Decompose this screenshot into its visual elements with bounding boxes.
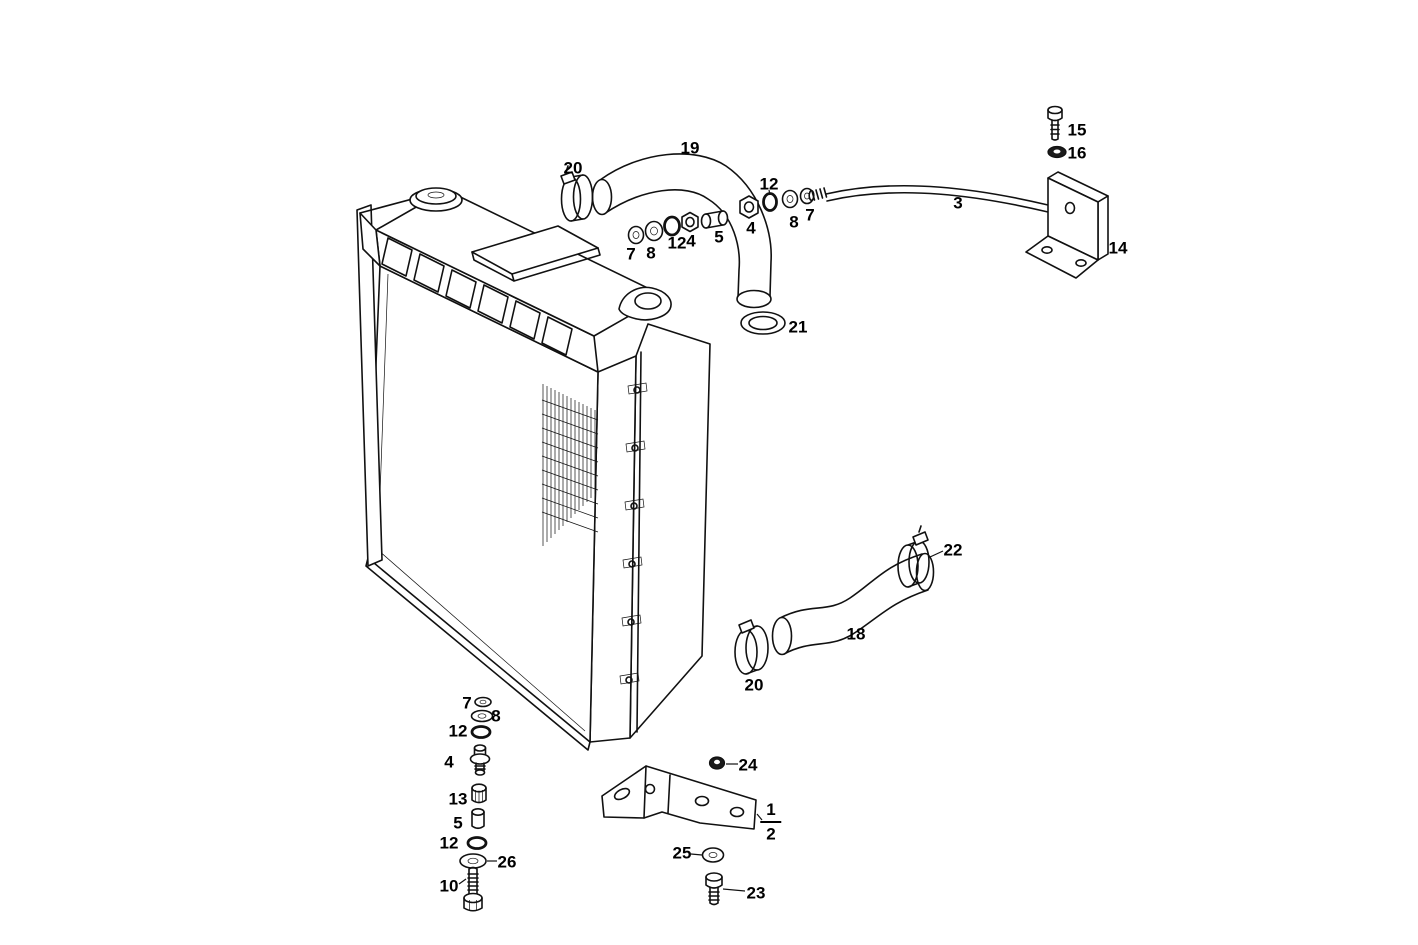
label-4-b: 4 bbox=[746, 218, 756, 238]
bolt-23 bbox=[705, 872, 723, 906]
ring-12-a bbox=[663, 215, 681, 237]
label-25-washer: 25 bbox=[672, 843, 692, 863]
washer-26 bbox=[459, 853, 487, 869]
hose-clamp-20-upper bbox=[560, 165, 594, 222]
radiator-body bbox=[356, 187, 711, 751]
side-mount-tabs bbox=[619, 382, 648, 685]
ring-12-b bbox=[762, 192, 778, 212]
label-8-c: 8 bbox=[491, 706, 501, 726]
hose-clamp-20-lower bbox=[734, 619, 769, 675]
washer-7-c bbox=[474, 696, 492, 708]
label-20-upper-clamp: 20 bbox=[563, 158, 583, 178]
leader-lines bbox=[458, 189, 944, 892]
label-8-a: 8 bbox=[646, 243, 656, 263]
spacer-5-b bbox=[471, 807, 485, 830]
spacer-5 bbox=[700, 210, 729, 229]
support-bracket-14 bbox=[1025, 171, 1109, 279]
bolt-10 bbox=[463, 866, 483, 912]
label-24-nut: 24 bbox=[738, 755, 758, 775]
label-12-c: 12 bbox=[448, 721, 468, 741]
label-10-bolt: 10 bbox=[439, 876, 459, 896]
ring-12-d bbox=[466, 836, 488, 850]
label-7-c: 7 bbox=[462, 693, 472, 713]
washer-8-b bbox=[781, 189, 799, 209]
label-12-d: 12 bbox=[439, 833, 459, 853]
washer-25 bbox=[701, 847, 725, 863]
label-5-a: 5 bbox=[714, 227, 724, 247]
tank-inlet-neck bbox=[618, 286, 672, 321]
radiator-core-fins bbox=[541, 384, 599, 546]
tank-mounting-plate bbox=[471, 225, 601, 282]
label-12-a: 12 bbox=[759, 174, 779, 194]
nut-4-b bbox=[739, 195, 759, 219]
label-20-lower-clamp: 20 bbox=[744, 675, 764, 695]
nut-24 bbox=[708, 756, 726, 770]
overflow-pipe-3 bbox=[808, 184, 1049, 213]
fitting-4-c bbox=[469, 744, 491, 776]
bolt-15 bbox=[1047, 105, 1063, 141]
label-12-b: 12 bbox=[667, 233, 687, 253]
label-5-b: 5 bbox=[453, 813, 463, 833]
label-21-ring: 21 bbox=[788, 317, 808, 337]
label-14-bracket: 14 bbox=[1108, 238, 1128, 258]
radiator-cap bbox=[409, 187, 463, 212]
tank-louvers bbox=[381, 237, 573, 356]
label-7-a: 7 bbox=[626, 244, 636, 264]
washer-7-a bbox=[627, 225, 645, 245]
label-18-lower-hose: 18 bbox=[846, 624, 866, 644]
hose-ring-21 bbox=[740, 311, 786, 335]
label-26-washer: 26 bbox=[497, 852, 517, 872]
radiator-back-panel bbox=[629, 323, 711, 739]
washer-8-c bbox=[470, 709, 494, 723]
label-2-bracket: 2 bbox=[766, 824, 776, 844]
label-15-bolt: 15 bbox=[1067, 120, 1087, 140]
ring-12-c bbox=[470, 725, 492, 739]
label-23-bolt: 23 bbox=[746, 883, 766, 903]
label-16-washer: 16 bbox=[1067, 143, 1087, 163]
part-13 bbox=[471, 783, 487, 804]
label-3-pipe: 3 bbox=[953, 193, 963, 213]
washer-16 bbox=[1047, 145, 1067, 159]
fastener-stack bbox=[459, 696, 494, 912]
label-19-upper-hose: 19 bbox=[680, 138, 700, 158]
label-4-a: 4 bbox=[686, 231, 696, 251]
lower-hose-18 bbox=[771, 552, 935, 656]
label-1-bracket: 1 bbox=[760, 801, 782, 823]
label-4-c: 4 bbox=[444, 752, 454, 772]
hose-clamp-22 bbox=[897, 525, 930, 588]
label-22-clamp: 22 bbox=[943, 540, 963, 560]
mounting-bracket-1-2 bbox=[601, 765, 757, 830]
label-7-b: 7 bbox=[805, 205, 815, 225]
label-13: 13 bbox=[448, 789, 468, 809]
upper-hose-19 bbox=[591, 153, 772, 309]
label-8-b: 8 bbox=[789, 212, 799, 232]
nut-4-a bbox=[681, 211, 699, 233]
washer-8-a bbox=[644, 220, 664, 242]
radiator-left-frame bbox=[356, 204, 383, 567]
